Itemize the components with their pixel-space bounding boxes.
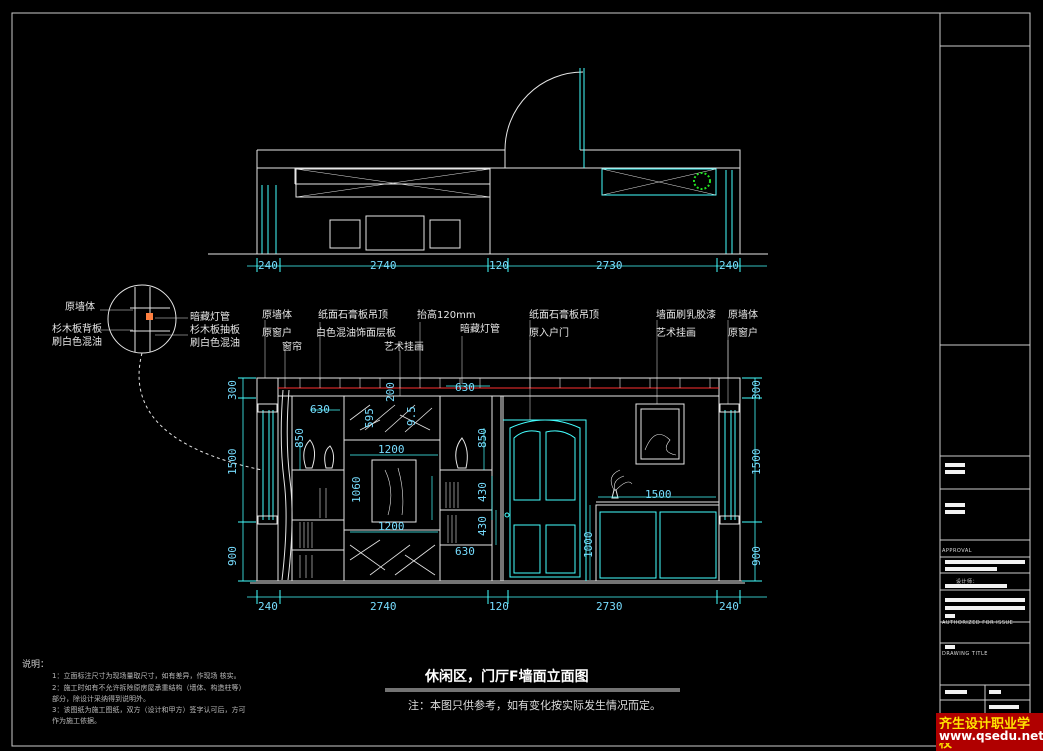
inner-dim-595: 595 xyxy=(363,408,376,428)
tb-block-1 xyxy=(945,463,965,467)
callout-original-window-left: 原窗户 xyxy=(262,328,292,339)
tb-block-10 xyxy=(945,614,955,618)
tb-block-2 xyxy=(945,470,965,474)
callout-gypsum-ceiling-right: 纸面石膏板吊顶 xyxy=(529,310,599,321)
inner-dim-430-b: 430 xyxy=(476,516,489,536)
detail-label-right-mid: 杉木板抽板 xyxy=(190,325,240,336)
elev-dim-5: 240 xyxy=(719,600,739,613)
callout-gypsum-ceiling-left: 纸面石膏板吊顶 xyxy=(318,310,388,321)
tb-block-9 xyxy=(945,606,1025,610)
detail-label-right-top: 暗藏灯管 xyxy=(190,312,230,323)
elev-right-dim-3: 900 xyxy=(750,546,763,566)
callout-white-paint-board: 白色混油饰面层板 xyxy=(316,328,396,339)
inner-dim-1500: 1500 xyxy=(645,488,672,501)
inner-dim-630-b: 630 xyxy=(455,381,475,394)
drawing-note: 注：本图只供参考，如有变化按实际发生情况而定。 xyxy=(408,699,661,712)
callout-art-painting-right: 艺术挂画 xyxy=(656,328,696,339)
plan-dim-3: 120 xyxy=(489,259,509,272)
inner-dim-200: 200 xyxy=(384,382,397,402)
tb-block-4 xyxy=(945,510,965,514)
tb-block-8 xyxy=(945,598,1025,602)
tb-block-5 xyxy=(945,560,1025,564)
elev-dim-4: 2730 xyxy=(596,600,623,613)
inner-dim-430-a: 430 xyxy=(476,482,489,502)
tb-block-6 xyxy=(945,567,997,571)
elev-dim-1: 240 xyxy=(258,600,278,613)
inner-dim-850-a: 850 xyxy=(293,428,306,448)
tb-block-3 xyxy=(945,503,965,507)
notes-line-5: 作为施工依据。 xyxy=(52,717,101,725)
tb-designer: 设计师： xyxy=(956,579,979,585)
plan-dim-1: 240 xyxy=(258,259,278,272)
inner-dim-9-5: 9.5 xyxy=(405,406,418,426)
inner-dim-630-a: 630 xyxy=(310,403,330,416)
notes-line-4: 3：该图纸为施工图纸，双方（设计和甲方）签字认可后，方可 xyxy=(52,706,246,714)
callout-hidden-lamp: 暗藏灯管 xyxy=(460,324,500,335)
notes-line-3: 部分，除设计采纳得到说明外。 xyxy=(52,695,150,703)
callout-curtain: 窗帘 xyxy=(282,342,302,353)
elev-dim-3: 120 xyxy=(489,600,509,613)
tb-block-12 xyxy=(945,690,967,694)
title-block xyxy=(939,13,1030,746)
plan-dim-5: 240 xyxy=(719,259,739,272)
tb-approval: APPROVAL xyxy=(942,548,973,554)
plan-dim-4: 2730 xyxy=(596,259,623,272)
tb-block-14 xyxy=(989,705,1019,709)
callout-latex-paint: 墙面刷乳胶漆 xyxy=(656,310,716,321)
inner-dim-1200-a: 1200 xyxy=(378,443,405,456)
detail-label-left-mid: 杉木板背板 xyxy=(52,324,102,335)
elev-left-dim-3: 900 xyxy=(226,546,239,566)
detail-label-left-top: 原墙体 xyxy=(65,302,95,313)
drawing-title: 休闲区，门厅F墙面立面图 xyxy=(425,669,589,685)
callout-original-wall-left: 原墙体 xyxy=(262,310,292,321)
inner-dim-850-b: 850 xyxy=(476,428,489,448)
watermark-url[interactable]: www.qsedu.net xyxy=(936,729,1043,743)
callout-original-wall-right: 原墙体 xyxy=(728,310,758,321)
notes-heading: 说明： xyxy=(22,660,50,670)
inner-dim-1060: 1060 xyxy=(350,476,363,504)
tb-block-7 xyxy=(945,584,1007,588)
elev-right-dim-2: 1500 xyxy=(750,448,763,476)
inner-dim-630-c: 630 xyxy=(455,545,475,558)
detail-label-right-low: 刷白色混油 xyxy=(190,338,240,349)
tb-drawing-title: DRAWING TITLE xyxy=(942,651,988,657)
tb-block-13 xyxy=(989,690,1001,694)
drawing-border xyxy=(11,12,1031,747)
detail-callout xyxy=(100,284,263,471)
callout-original-window-right: 原窗户 xyxy=(728,328,758,339)
callout-raise-120mm: 抬高120mm xyxy=(417,310,476,321)
notes-line-1: 1：立面标注尺寸为现场量取尺寸，如有差异，作现场 核实。 xyxy=(52,672,241,680)
callout-art-painting-left: 艺术挂画 xyxy=(384,342,424,353)
elev-left-dim-2: 1500 xyxy=(226,448,239,476)
elevation-view xyxy=(238,320,767,604)
inner-dim-1200-b: 1200 xyxy=(378,520,405,533)
inner-dim-1000: 1000 xyxy=(582,531,595,559)
elev-left-dim-1: 300 xyxy=(226,380,239,400)
tb-authorized: AUTHORIZED FOR ISSUE xyxy=(942,620,1014,626)
elev-dim-2: 2740 xyxy=(370,600,397,613)
tb-block-11 xyxy=(945,645,955,649)
callout-entry-door: 原入户门 xyxy=(529,328,569,339)
plan-view xyxy=(208,68,768,272)
notes-line-2: 2：施工时如有不允许拆除原房屋承重结构（墙体、构造柱等） xyxy=(52,684,246,692)
elev-right-dim-1: 300 xyxy=(750,380,763,400)
detail-label-left-low: 刷白色混油 xyxy=(52,337,102,348)
plan-dim-2: 2740 xyxy=(370,259,397,272)
